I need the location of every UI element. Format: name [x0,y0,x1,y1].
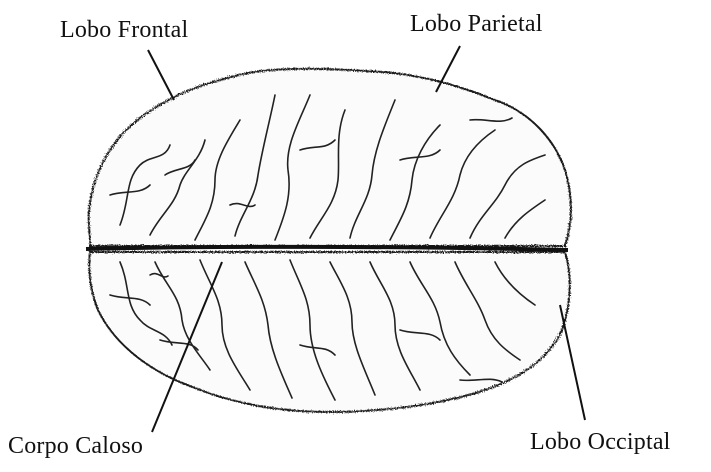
label-lobo-frontal: Lobo Frontal [60,16,188,44]
longitudinal-fissure [86,247,568,250]
label-corpo-caloso: Corpo Caloso [8,432,143,460]
upper-hemisphere [89,69,571,246]
label-lobo-occipital: Lobo Occiptal [530,428,671,456]
leader-line-frontal [148,50,174,100]
leader-line-occipital [560,305,585,420]
label-lobo-parietal: Lobo Parietal [410,10,543,38]
